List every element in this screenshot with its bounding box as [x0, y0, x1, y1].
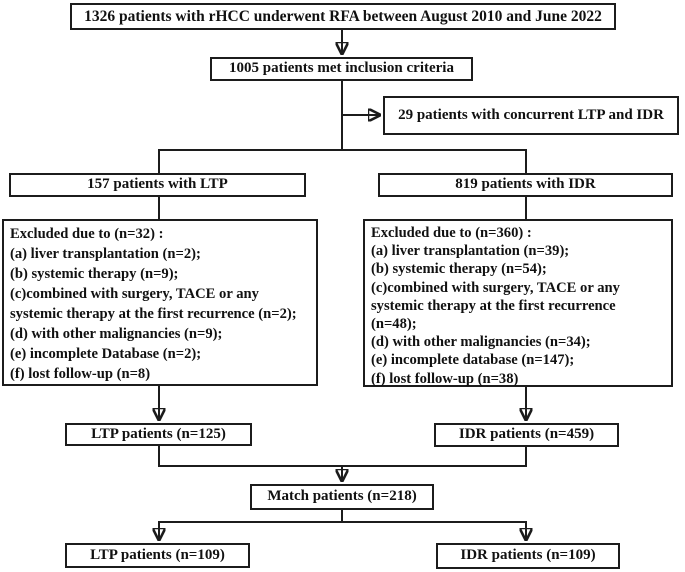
box-ltp-matched-label: LTP patients (n=109) [90, 546, 225, 563]
box-matched-label: Match patients (n=218) [267, 488, 417, 505]
box-matched: Match patients (n=218) [250, 484, 434, 510]
idr-excluded-line: (d) with other malignancies (n=34); [371, 334, 591, 351]
idr-excluded-line: systemic therapy at the first recurrence [371, 297, 616, 314]
box-total-patients-label: 1326 patients with rHCC underwent RFA be… [84, 7, 602, 25]
ltp-excluded-line: (a) liver transplantation (n=2); [10, 246, 201, 262]
idr-excluded-line: (b) systemic therapy (n=54); [371, 261, 547, 278]
box-ltp-all: 157 patients with LTP [9, 173, 306, 197]
box-idr-excluded: Excluded due to (n=360) : (a) liver tran… [363, 219, 673, 387]
ltp-excluded-line: (b) systemic therapy (n=9); [10, 266, 179, 282]
box-ltp-excluded: Excluded due to (n=32) : (a) liver trans… [2, 219, 318, 386]
idr-excluded-line: (a) liver transplantation (n=39); [371, 243, 570, 260]
ltp-excluded-line: (c)combined with surgery, TACE or any [10, 286, 259, 302]
idr-excluded-line: Excluded due to (n=360) : [371, 225, 532, 241]
idr-excluded-line: (e) incomplete database (n=147); [371, 352, 575, 369]
box-concurrent-ltp-idr-label: 29 patients with concurrent LTP and IDR [398, 106, 664, 123]
ltp-excluded-line: (f) lost follow-up (n=8) [10, 366, 151, 382]
idr-excluded-line: (f) lost follow-up (n=38) [371, 370, 519, 387]
ltp-excluded-line: (d) with other malignancies (n=9); [10, 326, 223, 342]
ltp-excluded-line: systemic therapy at the first recurrence… [10, 306, 297, 322]
idr-excluded-line: (c)combined with surgery, TACE or any [371, 279, 620, 296]
box-idr-matched-label: IDR patients (n=109) [460, 547, 596, 564]
ltp-excluded-line: (e) incomplete Database (n=2); [10, 346, 202, 362]
box-idr-included: IDR patients (n=459) [434, 423, 619, 447]
box-idr-matched: IDR patients (n=109) [436, 543, 620, 569]
box-idr-included-label: IDR patients (n=459) [458, 426, 595, 443]
ltp-excluded-line: Excluded due to (n=32) : [10, 226, 164, 242]
box-ltp-included: LTP patients (n=125) [65, 423, 252, 446]
box-inclusion-criteria-label: 1005 patients met inclusion criteria [229, 60, 454, 77]
box-total-patients: 1326 patients with rHCC underwent RFA be… [70, 3, 616, 30]
idr-excluded-line: (n=48); [371, 316, 417, 333]
box-ltp-included-label: LTP patients (n=125) [91, 425, 226, 442]
box-ltp-matched: LTP patients (n=109) [65, 543, 250, 568]
box-concurrent-ltp-idr: 29 patients with concurrent LTP and IDR [383, 96, 679, 135]
box-idr-all-label: 819 patients with IDR [455, 176, 596, 193]
box-inclusion-criteria: 1005 patients met inclusion criteria [210, 57, 473, 81]
box-idr-all: 819 patients with IDR [378, 173, 673, 197]
box-ltp-all-label: 157 patients with LTP [87, 176, 228, 193]
